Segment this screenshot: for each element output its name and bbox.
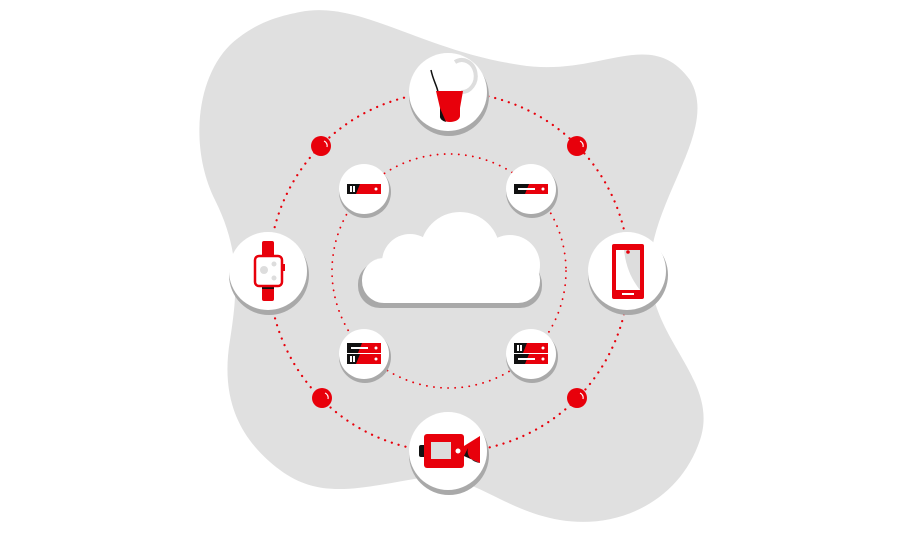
node-server-top-right[interactable] [506,164,558,218]
connector-dot [567,136,587,156]
node-server-bottom-left[interactable] [339,329,391,383]
node-smartphone[interactable] [588,232,668,315]
connector-dot [312,388,332,408]
connector-dot [311,136,331,156]
node-smartwatch[interactable] [229,232,309,315]
smartphone-icon [612,244,644,299]
smartwatch-icon [253,241,285,301]
video-camera-icon [419,434,480,468]
connector-dots [311,136,587,408]
connector-dot [567,388,587,408]
server-single-icon [347,184,381,194]
node-server-top-left[interactable] [339,164,391,218]
smart-bulb-icon [430,58,478,122]
node-smart-bulb[interactable] [409,53,489,136]
node-server-bottom-right[interactable] [506,329,558,383]
server-single-icon [514,184,548,194]
cloud-icon [358,212,542,308]
node-video-camera[interactable] [409,412,489,495]
inner-ring [331,153,567,389]
